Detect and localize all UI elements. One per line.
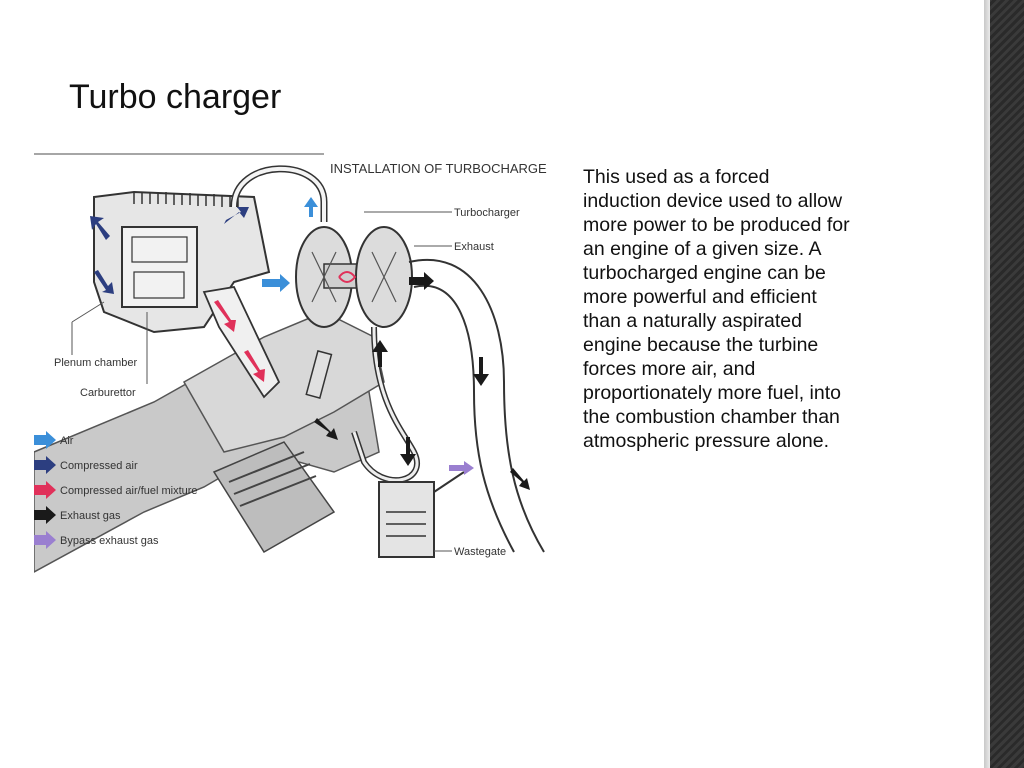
legend-label-exhaust-gas: Exhaust gas (60, 510, 121, 522)
label-wastegate: Wastegate (454, 546, 506, 558)
slide-body-text: This used as a forced induction device u… (583, 166, 850, 452)
legend-item-air: Air (34, 431, 74, 449)
exhaust-gas-arrows (314, 272, 530, 490)
slide-title: Turbo charger (69, 78, 282, 116)
spark-plug (305, 350, 333, 399)
legend-item-mixture: Compressed air/fuel mixture (34, 481, 198, 499)
legend-item-compressed-air: Compressed air (34, 456, 138, 474)
air-arrow (262, 274, 290, 292)
label-carburettor: Carburettor (80, 387, 136, 399)
mixture-arrows (214, 271, 357, 382)
legend-item-exhaust-gas: Exhaust gas (34, 506, 121, 524)
turbocharger-diagram: INSTALLATION OF TURBOCHARGE (34, 153, 547, 573)
diagram-heading: INSTALLATION OF TURBOCHARGE (330, 161, 547, 176)
label-exhaust: Exhaust (454, 241, 494, 253)
legend-label-air: Air (60, 435, 74, 447)
wastegate (378, 481, 435, 558)
carburettor (121, 226, 198, 308)
label-turbocharger: Turbocharger (454, 207, 520, 219)
plenum-fins (133, 192, 239, 208)
legend-label-compressed-air: Compressed air (60, 460, 138, 472)
bypass-arrows (449, 461, 474, 475)
legend-item-bypass: Bypass exhaust gas (34, 531, 159, 549)
compressed-air-arrows (90, 197, 318, 294)
cylinder-head (182, 311, 385, 453)
intake-runner (202, 286, 281, 399)
piston (212, 441, 336, 554)
exhaust-outlet (408, 259, 545, 553)
legend: Air Compressed air Compressed air/fuel m… (34, 431, 198, 549)
legend-label-mixture: Compressed air/fuel mixture (60, 485, 198, 497)
label-plenum: Plenum chamber (54, 357, 137, 369)
decorative-border (984, 0, 1024, 768)
legend-label-bypass: Bypass exhaust gas (60, 535, 159, 547)
